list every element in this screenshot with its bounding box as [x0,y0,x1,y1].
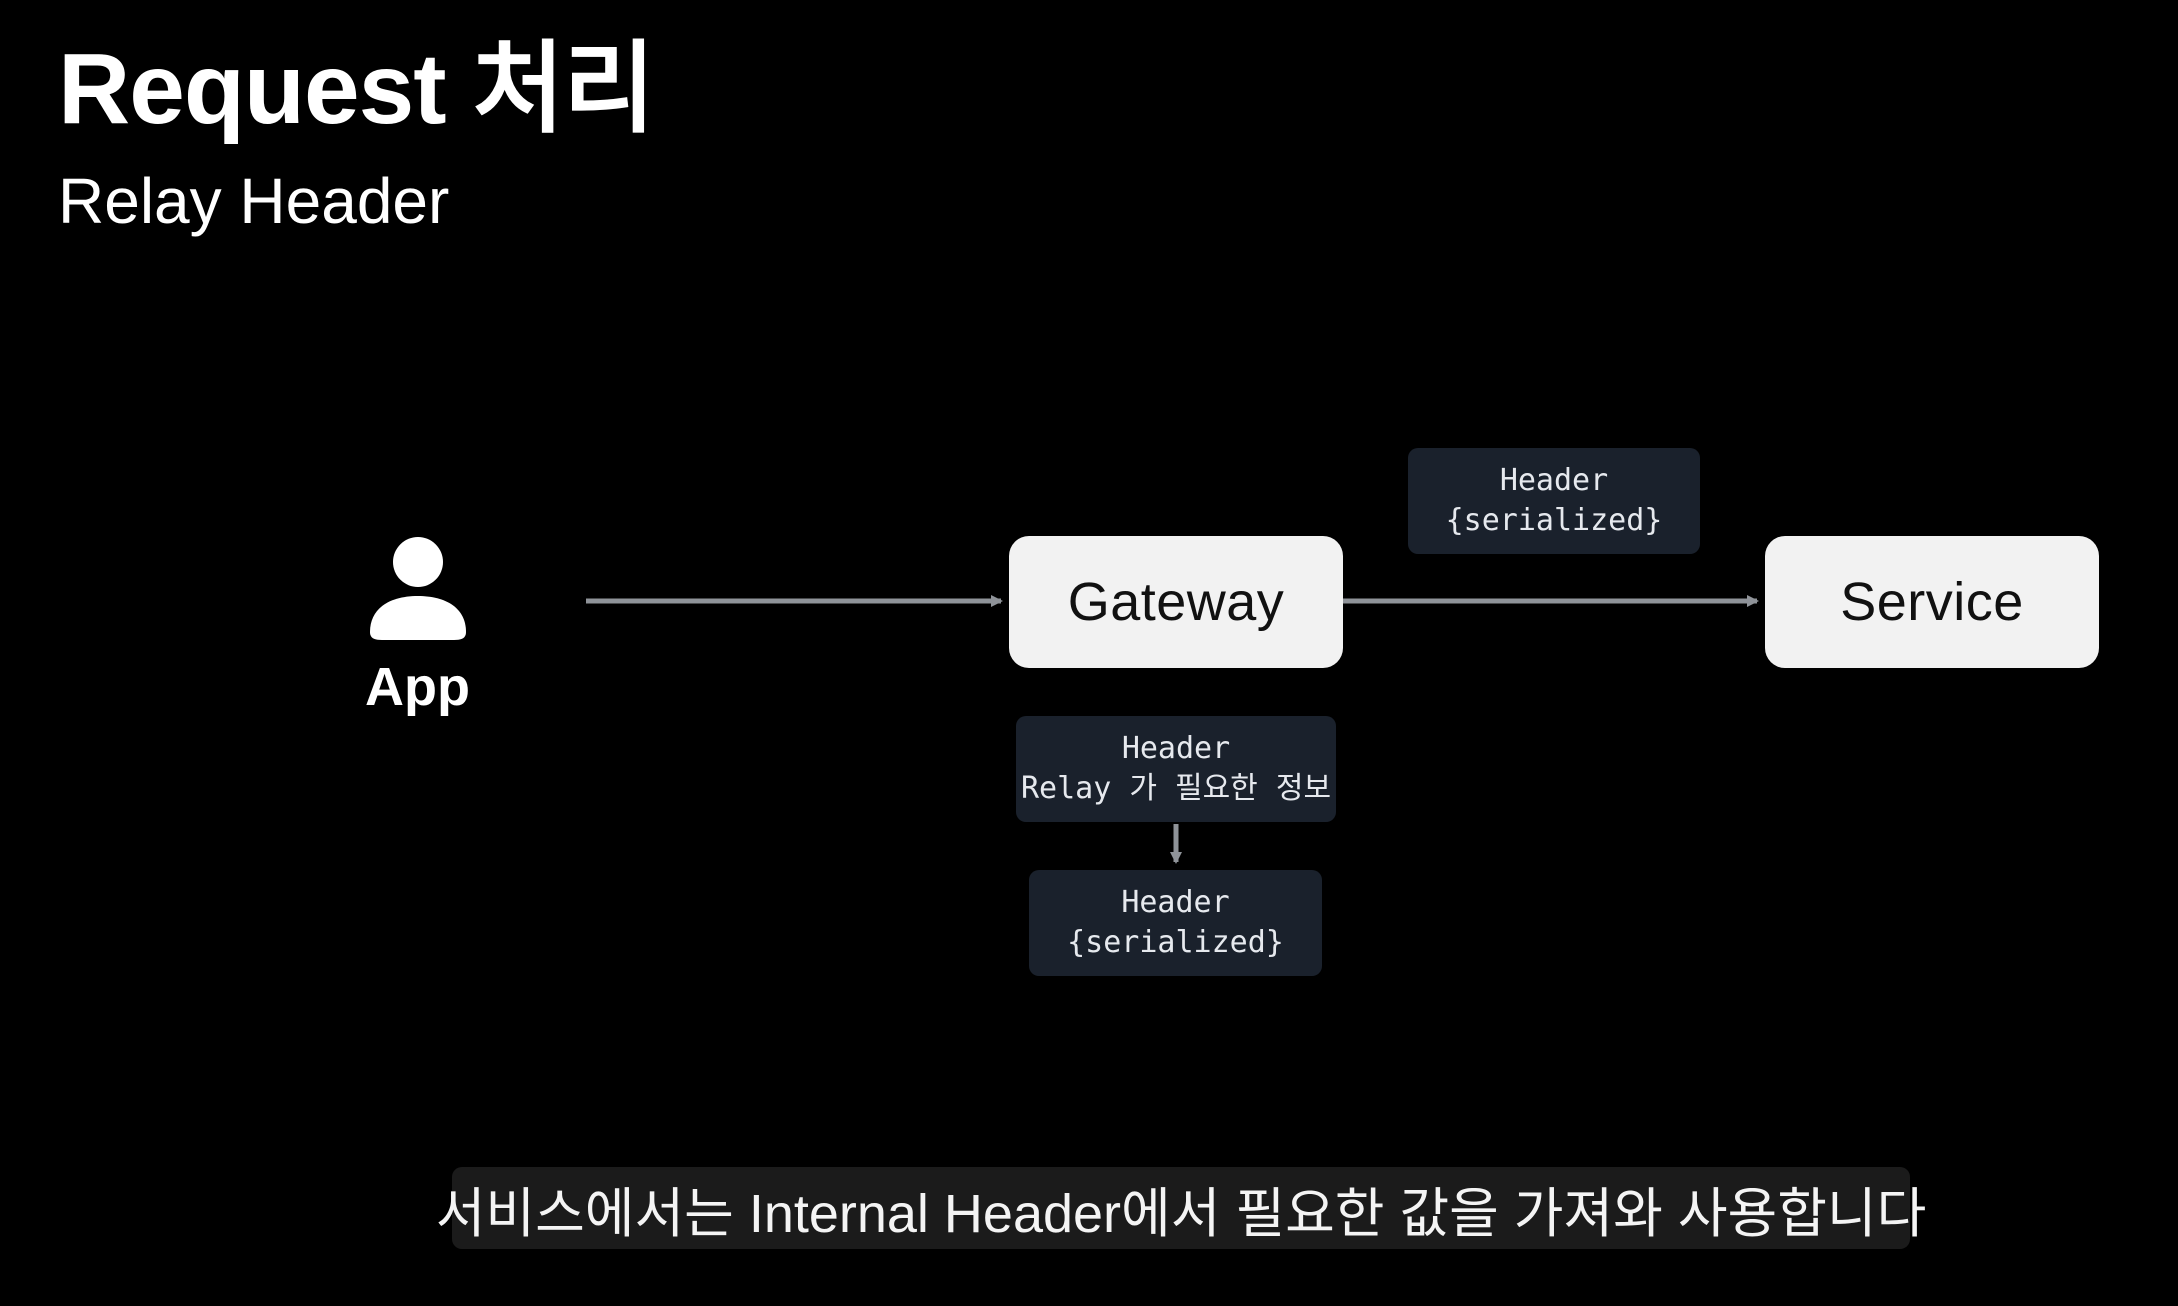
slide-title: Request 처리 [58,33,655,145]
service-node: Service [1765,536,2099,668]
relay-header-tag: Header Relay 가 필요한 정보 [1016,716,1336,822]
serialized-header-tag-top: Header {serialized} [1408,448,1700,554]
gateway-label: Gateway [1067,572,1285,632]
person-icon [370,537,466,640]
tag-line: Header [1121,885,1230,920]
serialized-header-tag-bottom: Header {serialized} [1029,870,1322,976]
tag-line: Header [1499,463,1609,498]
tag-line: Header [1121,731,1231,766]
caption-text: 서비스에서는 Internal Header에서 필요한 값을 가져와 사용합니… [435,1183,1927,1244]
app-label: App [365,657,470,717]
subtitle-caption: 서비스에서는 Internal Header에서 필요한 값을 가져와 사용합니… [436,1167,1926,1249]
tag-line: {serialized} [1067,925,1284,960]
gateway-node: Gateway [1009,536,1343,668]
tag-line: Relay 가 필요한 정보 [1020,771,1332,806]
slide-subtitle: Relay Header [58,165,450,237]
tag-line: {serialized} [1445,503,1663,538]
service-label: Service [1840,572,2024,632]
